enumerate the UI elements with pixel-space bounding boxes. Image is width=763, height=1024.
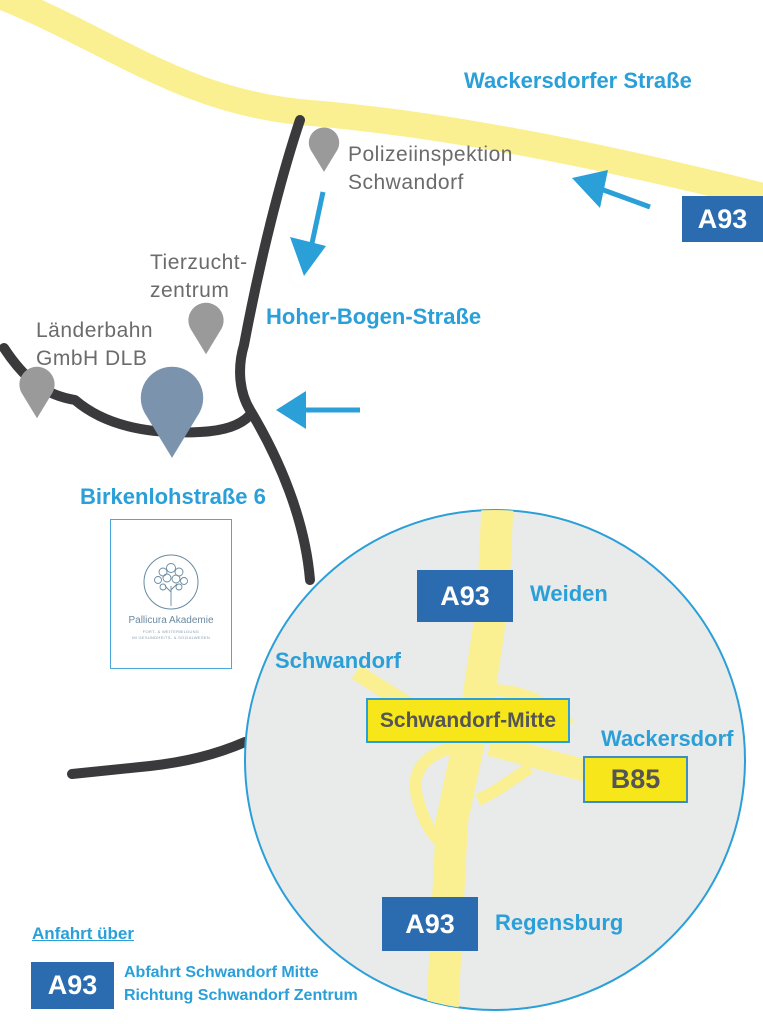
- legend-line-2: Richtung Schwandorf Zentrum: [124, 987, 358, 1004]
- wackersdorfer-strasse-label: Wackersdorfer Straße: [464, 68, 692, 93]
- polizei-label: Polizeiinspektion Schwandorf: [348, 143, 513, 194]
- a93-shield-legend: A93: [31, 962, 114, 1009]
- ramp-west: [409, 739, 471, 851]
- hoher-bogen-strasse-label: Hoher-Bogen-Straße: [266, 304, 482, 329]
- wackersdorfer-strasse-road: [0, 0, 763, 209]
- a93-shield-north: A93: [417, 570, 513, 622]
- destination-pin-icon: [140, 366, 204, 458]
- destination-address: Birkenlohstraße 6: [80, 484, 266, 509]
- pallicura-logo-box: Pallicura Akademie FORT- & WEITERBILDUNG…: [110, 519, 232, 669]
- tierzucht-label: Tierzucht- zentrum: [150, 251, 248, 302]
- hoher-bogen-strasse-road: [235, 115, 315, 585]
- south-road: [67, 737, 250, 779]
- legend-line-1: Abfahrt Schwandorf Mitte: [124, 964, 319, 981]
- tree-logo-icon: [143, 554, 199, 610]
- arrow-west: [276, 391, 360, 429]
- logo-name: Pallicura Akademie: [128, 615, 214, 626]
- arrow-down: [290, 191, 326, 276]
- exit-sign-schwandorf-mitte: Schwandorf-Mitte: [366, 698, 570, 743]
- wackersdorf-label: Wackersdorf: [601, 726, 734, 751]
- a93-shield-top: A93: [682, 196, 763, 242]
- regensburg-label: Regensburg: [495, 910, 624, 935]
- tierzucht-pin-icon: [188, 302, 224, 355]
- arrow-from-east: [572, 170, 651, 210]
- legend-heading: Anfahrt über: [32, 924, 134, 943]
- weiden-label: Weiden: [530, 581, 608, 606]
- laenderbahn-label: Länderbahn GmbH DLB: [36, 319, 154, 370]
- a93-shield-south: A93: [382, 897, 478, 951]
- logo-subtitle: FORT- & WEITERBILDUNG IM GESUNDHEITS- & …: [132, 629, 210, 640]
- ramp-east-2: [475, 762, 534, 806]
- schwandorf-label: Schwandorf: [275, 648, 401, 673]
- polizei-pin-icon: [308, 127, 340, 172]
- laenderbahn-pin-icon: [19, 366, 55, 419]
- b85-shield: B85: [583, 756, 688, 803]
